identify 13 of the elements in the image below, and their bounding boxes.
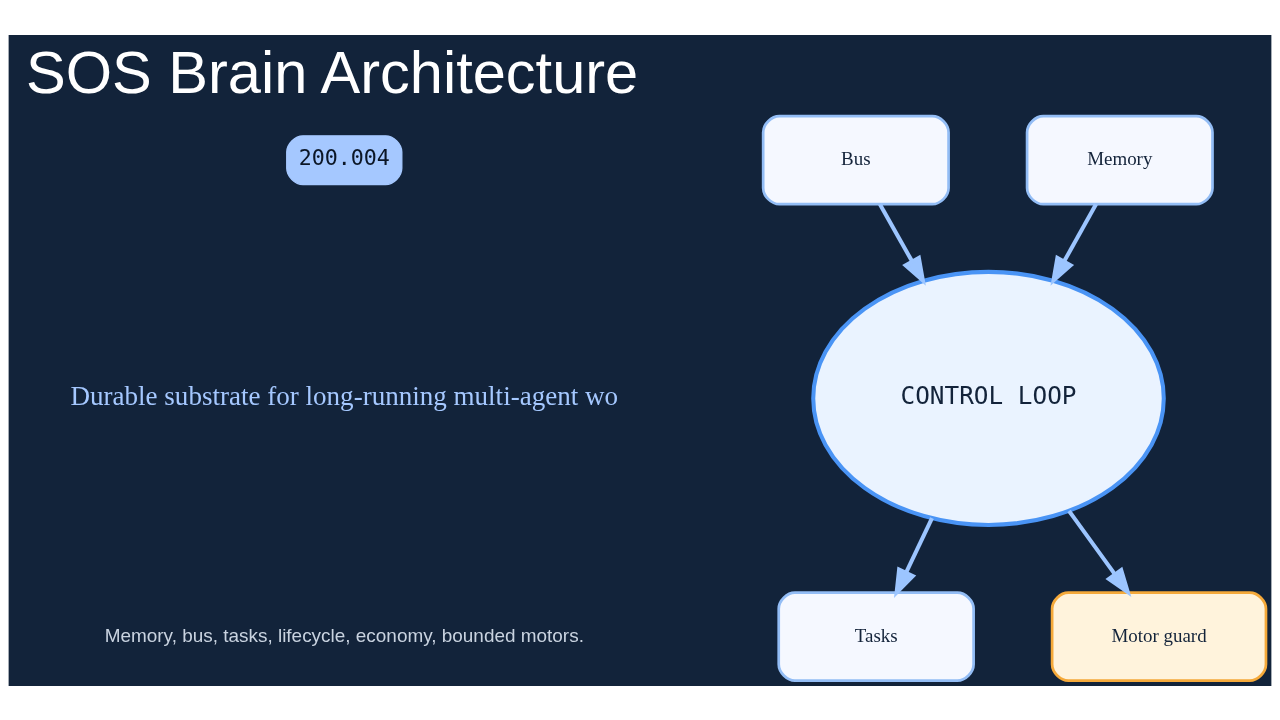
diagram-title: SOS Brain Architecture [25, 38, 639, 106]
label: Durable substrate for long-running multi-agent wo [70, 380, 619, 411]
arrow [1067, 509, 1132, 597]
node-box: Tasks [777, 590, 975, 682]
node-box: Motor guard [1050, 590, 1268, 682]
node-ellipse: CONTROL LOOP [811, 269, 1166, 527]
label: Memory, bus, tasks, lifecycle, economy, bounded motors. [104, 624, 584, 646]
node-box: Memory [1025, 114, 1214, 206]
arrow [1050, 202, 1098, 286]
arrow [894, 516, 934, 598]
node-box: 200.004 [286, 134, 403, 185]
arrow [878, 202, 926, 286]
node-box: Bus [761, 114, 950, 206]
